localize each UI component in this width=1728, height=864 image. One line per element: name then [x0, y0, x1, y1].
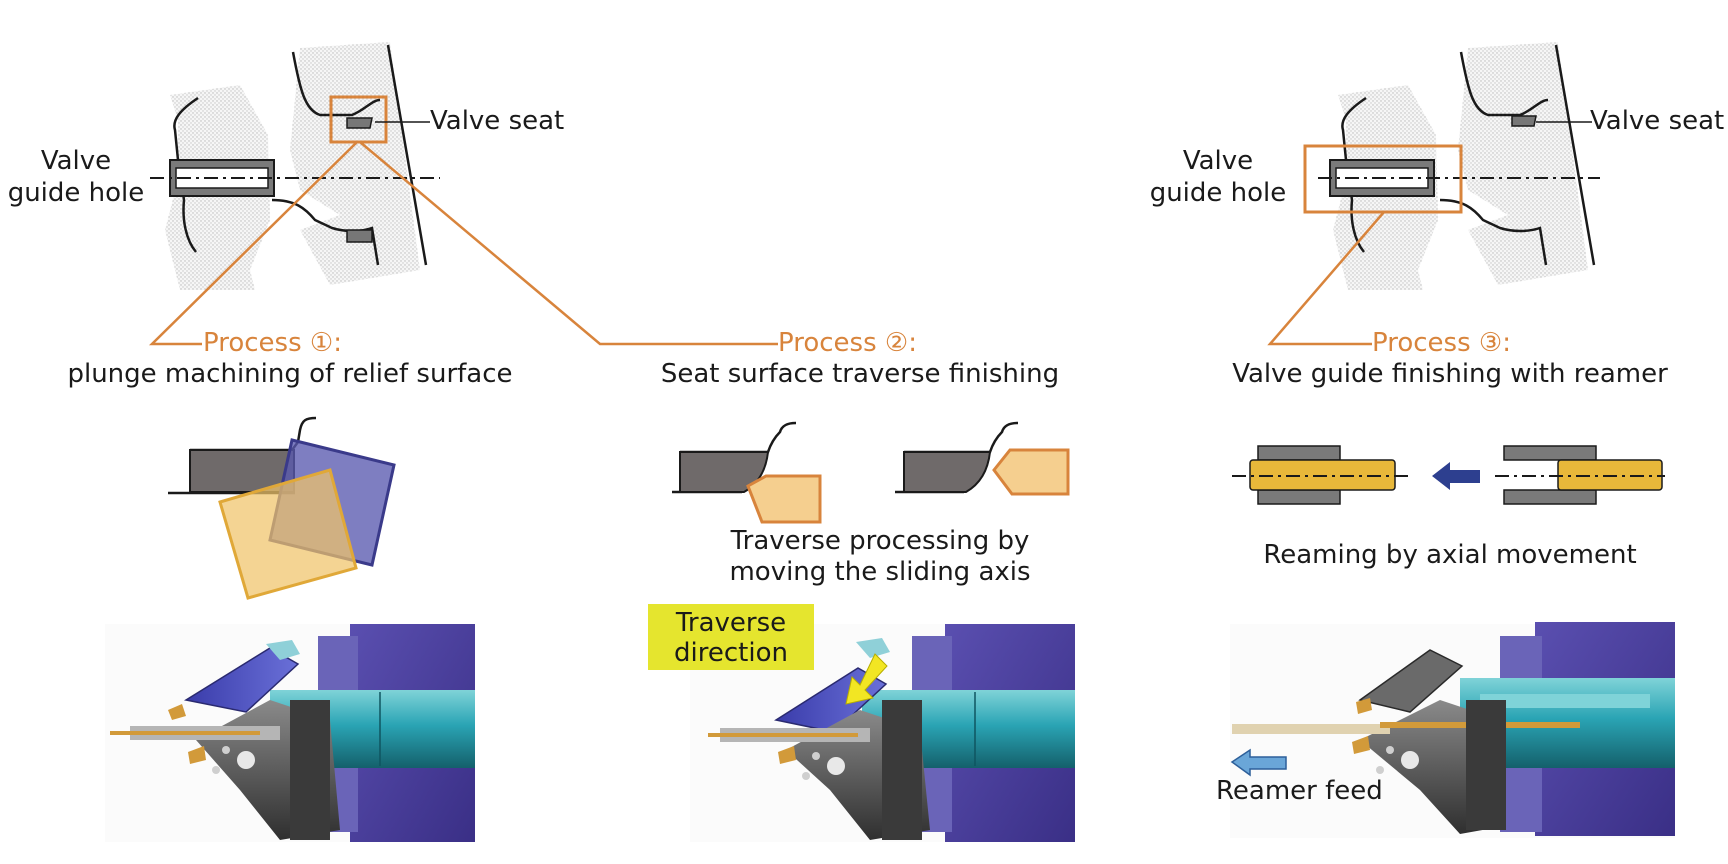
process-1-description: plunge machining of relief surface: [67, 359, 513, 389]
valve-guide-hole-label-right-line1: Valve: [1182, 146, 1254, 176]
process-1-tool-detail: [168, 416, 396, 600]
process-3-reamer-detail: [1232, 445, 1665, 505]
valve-seat-label-right: Valve seat: [1590, 106, 1725, 136]
machine-render-3: [1230, 622, 1675, 838]
process-3-description: Valve guide finishing with reamer: [1232, 359, 1668, 389]
machine-render-2: [690, 624, 1075, 842]
valve-guide-hole-label-left-line2: guide hole: [7, 178, 145, 208]
valve-guide-hole-label-right-line2: guide hole: [1149, 178, 1287, 208]
traverse-caption-line2: moving the sliding axis: [729, 557, 1031, 587]
traverse-direction-line2: direction: [674, 638, 788, 668]
process-2-description: Seat surface traverse finishing: [660, 359, 1060, 389]
traverse-caption-line1: Traverse processing by: [730, 526, 1030, 556]
process-3-title: Process ③:: [1372, 328, 1511, 358]
cylinder-head-section-right: [1267, 42, 1600, 346]
machine-render-1: [105, 624, 475, 842]
reamer-feed-label: Reamer feed: [1216, 776, 1383, 806]
traverse-direction-line1: Traverse: [675, 608, 787, 638]
cylinder-head-section-left: [148, 42, 778, 346]
process-1-title: Process ①:: [203, 328, 342, 358]
reaming-caption: Reaming by axial movement: [1263, 540, 1637, 570]
process-2-tool-detail-a: [672, 421, 822, 524]
traverse-direction-callout: Traverse direction: [648, 604, 814, 670]
valve-seat-label-left: Valve seat: [430, 106, 565, 136]
process-2-title: Process ②:: [778, 328, 917, 358]
process-2-tool-detail-b: [895, 421, 1070, 496]
valve-guide-hole-label-left-line1: Valve: [40, 146, 112, 176]
